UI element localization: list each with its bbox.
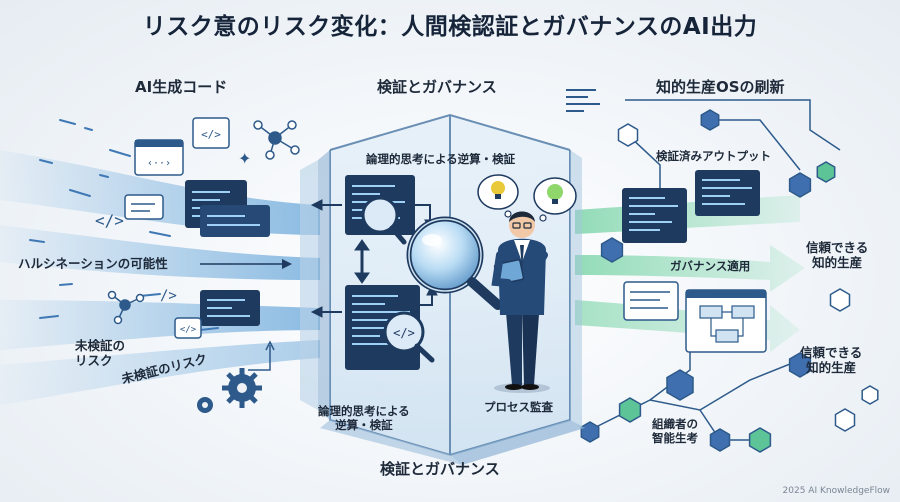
svg-text:</>: </> — [393, 326, 415, 340]
code-lines-top-right — [566, 89, 600, 112]
credit-text: 2025 AI KnowledgeFlow — [782, 486, 890, 496]
verification-header-bottom: 検証とガバナンス — [380, 460, 500, 478]
magnifier-large-icon — [406, 216, 503, 310]
hexagon-node — [861, 385, 879, 405]
gear-icon — [197, 368, 262, 413]
sparkle-icon: ✦ — [238, 149, 251, 168]
hallucination-arrow — [200, 259, 292, 269]
verified-output-label: 検証済みアウトプット — [656, 149, 771, 163]
hexagon-node — [829, 288, 851, 312]
ai-code-header: AI生成コード — [135, 78, 228, 96]
elbow-arrow — [248, 345, 271, 371]
process-audit-label: プロセス監査 — [484, 400, 553, 414]
hexagon-node — [700, 109, 720, 131]
svg-text:</>: </> — [201, 128, 221, 141]
svg-text:</>: </> — [95, 211, 124, 230]
hallucination-label: ハルシネーションの可能性 — [18, 256, 168, 271]
verification-header-top: 検証とガバナンス — [377, 78, 497, 96]
unverified-risk-label: 未検証の リスク — [75, 338, 126, 368]
svg-text:</>: </> — [180, 325, 197, 335]
hexagon-node — [600, 237, 624, 263]
hexagon-node — [666, 369, 694, 401]
trusted-output-label-2: 信頼できる 知的生産 — [800, 345, 863, 375]
org-thinking-label: 組織者の 智能生考 — [652, 417, 698, 445]
hexagon-node — [617, 123, 639, 147]
magnifier-small-icon: </> — [361, 196, 435, 363]
intellectual-os-header: 知的生産OSの刷新 — [656, 78, 785, 96]
hexagon-node — [580, 421, 600, 443]
logic-label-top: 論理的思考による逆算・検証 — [366, 152, 516, 166]
hexagon-node — [816, 161, 836, 183]
governance-applied-label: ガバナンス適用 — [670, 259, 751, 273]
trusted-output-label-1: 信頼できる 知的生産 — [806, 240, 869, 270]
verification-arrows — [310, 199, 438, 318]
svg-text:/>: /> — [160, 288, 177, 304]
code-windows-left: ‹··› </> </> </> /> — [95, 117, 270, 339]
auditor-person — [491, 211, 550, 393]
hexagon-node — [788, 352, 812, 378]
network-node-icons — [107, 120, 300, 325]
hexagon-node — [788, 172, 812, 198]
hexagon-node — [748, 427, 772, 453]
hexagon-node — [834, 408, 856, 432]
code-windows-right — [622, 170, 767, 353]
hexagon-node — [618, 397, 642, 423]
hexagon-node — [709, 428, 731, 452]
logic-label-bottom: 論理的思考による 逆算・検証 — [318, 404, 410, 432]
svg-text:‹··›: ‹··› — [147, 158, 171, 169]
hexagons — [580, 109, 879, 453]
lightbulb-icon — [477, 174, 577, 222]
page-title: リスク意のリスク変化：人間検認証とガバナンスのAI出力 — [142, 14, 758, 40]
